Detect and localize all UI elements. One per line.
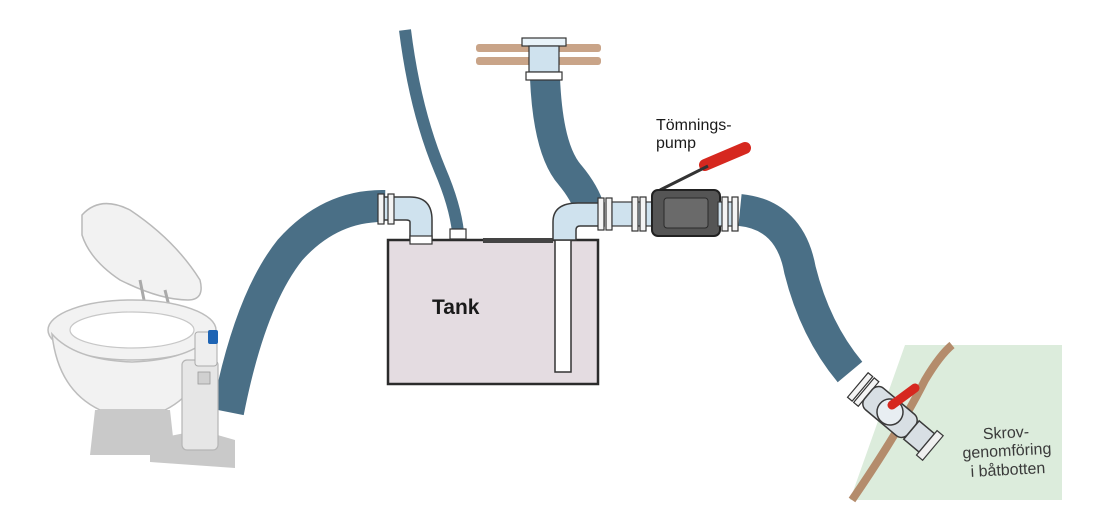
pump-handle-icon <box>699 142 751 171</box>
flush-lever <box>208 330 218 344</box>
hull-fitting-label: Skrov- genomföring i båtbotten <box>962 423 1052 481</box>
hull-section <box>848 341 1062 503</box>
tank-label: Tank <box>432 296 480 319</box>
dip-tube <box>554 239 572 373</box>
valve-handle <box>887 383 920 410</box>
tank-cap <box>483 238 553 243</box>
hand-pump-icon <box>181 330 219 451</box>
toilet-icon <box>47 202 235 468</box>
deck-hose <box>530 77 605 215</box>
toilet-to-tank-hose <box>212 190 386 416</box>
pump-to-seacock-hose <box>737 194 863 383</box>
water-area <box>850 345 1062 500</box>
inlet-elbow <box>377 193 433 245</box>
holding-tank <box>386 238 600 386</box>
emptying-pump <box>651 142 751 237</box>
pump-label: Tömnings- pump <box>656 117 732 153</box>
outlet-elbow <box>552 196 663 241</box>
hull-bottom-line <box>848 341 955 503</box>
hoses <box>212 29 863 416</box>
vent-fitting <box>449 228 467 240</box>
vent-hose <box>399 29 464 233</box>
deck-fitting-icon <box>521 37 567 81</box>
